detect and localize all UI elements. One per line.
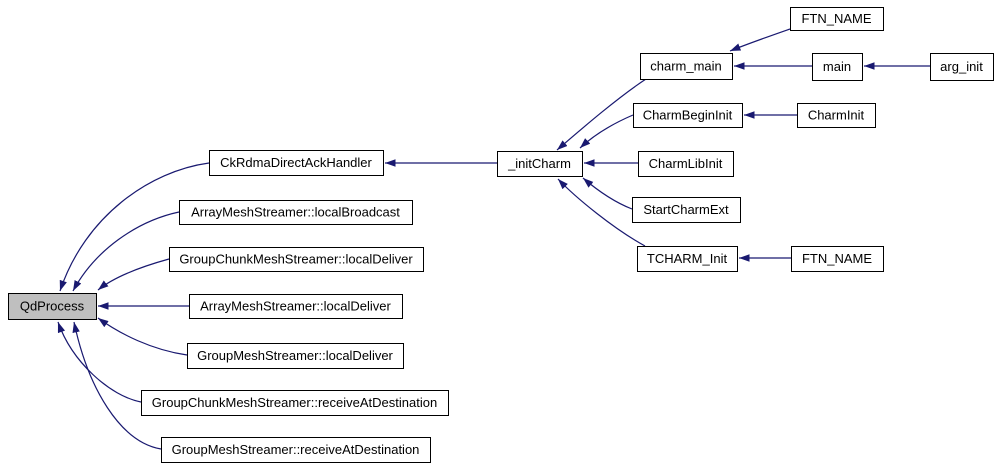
node-gms-receive: GroupMeshStreamer::receiveAtDestination: [161, 437, 431, 463]
node-box-gcms-receive[interactable]: [141, 390, 449, 416]
node-charminit: CharmInit: [797, 103, 876, 128]
node-box-tcharm-init[interactable]: [637, 246, 738, 272]
node-ams-localdeliver: ArrayMeshStreamer::localDeliver: [189, 294, 403, 319]
node-box-charmlibinit[interactable]: [638, 151, 734, 177]
edge-gcms-receive-to-qdprocess: [57, 321, 142, 403]
edge-gms-localdeliver-to-qdprocess: [97, 317, 188, 356]
node-startcharmext: StartCharmExt: [632, 197, 741, 223]
edges-layer: [57, 28, 930, 450]
edge-ftn-name-1-to-charm-main: [729, 28, 791, 52]
edge-ckrdma-to-qdprocess: [59, 162, 210, 292]
node-box-gms-receive[interactable]: [161, 437, 431, 463]
node-box-ams-localdeliver[interactable]: [189, 294, 403, 319]
node-ftn-name-2: FTN_NAME: [791, 246, 884, 272]
edge-amls-broadcast-to-qdprocess: [72, 211, 180, 292]
node-box-startcharmext[interactable]: [632, 197, 741, 223]
node-tcharm-init: TCHARM_Init: [637, 246, 738, 272]
edge-gcms-localdeliver-to-qdprocess: [97, 258, 170, 291]
node-charm-main: charm_main: [640, 53, 733, 80]
node-charmlibinit: CharmLibInit: [638, 151, 734, 177]
node-box-initcharm[interactable]: [497, 151, 583, 177]
node-box-ftn-name-2[interactable]: [791, 246, 884, 272]
node-box-amls-broadcast[interactable]: [179, 200, 413, 225]
node-box-main[interactable]: [812, 53, 863, 81]
node-amls-broadcast: ArrayMeshStreamer::localBroadcast: [179, 200, 413, 225]
edge-charm-main-to-initcharm: [556, 78, 647, 151]
node-main: main: [812, 53, 863, 81]
node-box-arg-init[interactable]: [930, 53, 994, 81]
node-initcharm: _initCharm: [497, 151, 583, 177]
node-arg-init: arg_init: [930, 53, 994, 81]
node-box-ftn-name-1[interactable]: [790, 7, 884, 31]
node-ckrdma: CkRdmaDirectAckHandler: [209, 150, 384, 176]
node-box-charminit[interactable]: [797, 103, 876, 128]
node-box-gms-localdeliver[interactable]: [187, 343, 404, 369]
edge-startcharmext-to-initcharm: [582, 177, 633, 210]
nodes-layer: QdProcess CkRdmaDirectAckHandlerArrayMesh…: [8, 7, 994, 463]
node-ftn-name-1: FTN_NAME: [790, 7, 884, 31]
node-box-charm-main[interactable]: [640, 53, 733, 80]
node-gcms-localdeliver: GroupChunkMeshStreamer::localDeliver: [169, 247, 424, 272]
node-charmbegininit: CharmBeginInit: [633, 103, 743, 128]
node-box-qdprocess[interactable]: [8, 293, 97, 320]
node-box-ckrdma[interactable]: [209, 150, 384, 176]
node-box-charmbegininit[interactable]: [633, 103, 743, 128]
node-gms-localdeliver: GroupMeshStreamer::localDeliver: [187, 343, 404, 369]
edge-charmbegininit-to-initcharm: [579, 114, 634, 149]
edge-tcharm-init-to-initcharm: [557, 178, 646, 247]
edge-gms-receive-to-qdprocess: [72, 321, 162, 450]
node-qdprocess: QdProcess: [8, 293, 97, 320]
node-box-gcms-localdeliver[interactable]: [169, 247, 424, 272]
node-gcms-receive: GroupChunkMeshStreamer::receiveAtDestina…: [141, 390, 449, 416]
